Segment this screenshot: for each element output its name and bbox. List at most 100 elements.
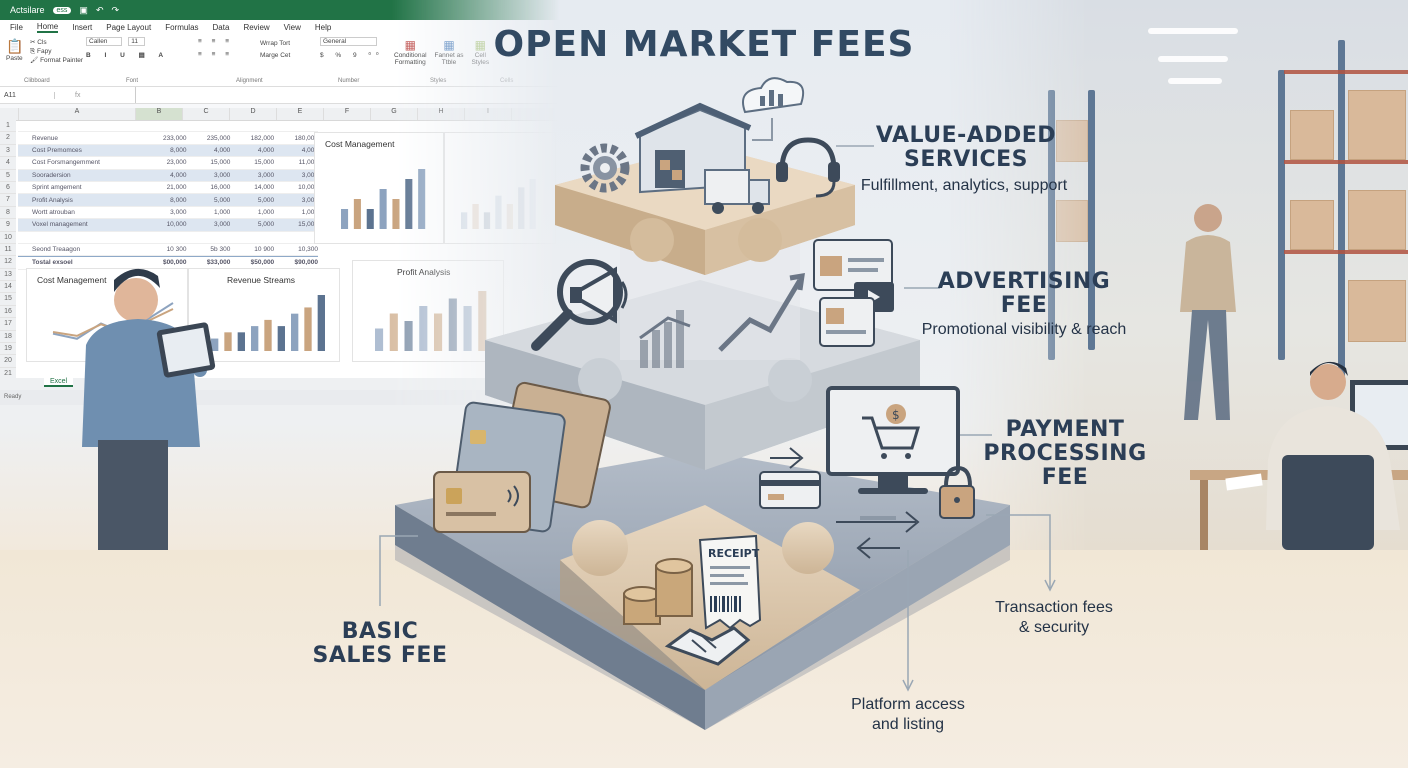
table-row[interactable] (18, 120, 318, 133)
column-header[interactable]: E (277, 108, 324, 120)
table-cell[interactable]: 10,000 (166, 221, 187, 229)
table-cell[interactable]: 16,000 (210, 184, 231, 192)
row-number[interactable]: 6 (0, 182, 16, 195)
ribbon-tab-home[interactable]: Home (36, 21, 59, 33)
row-number[interactable]: 19 (0, 343, 16, 356)
table-cell[interactable]: 5,000 (257, 221, 275, 229)
row-number[interactable]: 2 (0, 132, 16, 145)
paste-button[interactable]: Paste (6, 55, 23, 62)
table-cell[interactable]: 5,000 (214, 196, 231, 204)
table-cell[interactable]: 11,000 (298, 159, 319, 167)
font-name-select[interactable]: Callen (86, 37, 123, 46)
wrap-text-button[interactable]: Wrrap Tort (260, 40, 291, 47)
copy-button[interactable]: ⎘ Fapy (30, 48, 52, 55)
ribbon-tab-view[interactable]: View (283, 22, 301, 32)
column-header[interactable]: F (324, 108, 371, 120)
row-label[interactable]: Wortt atrouban (32, 208, 75, 216)
row-number[interactable]: 4 (0, 157, 16, 170)
table-cell[interactable]: 8,000 (170, 196, 187, 204)
merge-button[interactable]: Marge Cet (260, 52, 291, 59)
table-cell[interactable]: 4,000 (170, 171, 187, 179)
table-row[interactable] (18, 232, 318, 244)
table-cell[interactable]: 4,000 (257, 146, 275, 154)
table-cell[interactable]: $33,000 (206, 259, 231, 267)
row-number[interactable]: 14 (0, 281, 16, 294)
table-cell[interactable]: 10,000 (298, 184, 319, 192)
row-label[interactable]: Profit Analysis (32, 196, 73, 204)
row-label[interactable]: Sprint amgement (32, 184, 82, 192)
column-header[interactable]: G (371, 108, 418, 120)
column-header[interactable]: B (136, 108, 183, 120)
row-number[interactable]: 11 (0, 244, 16, 257)
mini-chart-faded[interactable] (444, 132, 556, 244)
conditional-formatting-button[interactable]: ▦Conditional Formatting (394, 38, 427, 66)
table-cell[interactable]: 235,000 (206, 134, 231, 142)
ribbon-tab-review[interactable]: Review (243, 22, 270, 32)
row-number[interactable]: 10 (0, 232, 16, 244)
profit-analysis-chart[interactable]: Profit Analysis (352, 260, 504, 362)
row-number[interactable]: 13 (0, 269, 16, 282)
row-number[interactable]: 1 (0, 120, 16, 133)
font-size-select[interactable]: 11 (128, 37, 145, 46)
row-number[interactable]: 8 (0, 207, 16, 220)
row-label[interactable]: Cost Forsmangemment (32, 159, 100, 167)
column-header[interactable]: A (19, 108, 136, 120)
table-cell[interactable]: 23,000 (166, 159, 187, 167)
mini-chart[interactable]: Cost Management (314, 132, 444, 244)
ribbon-tab-page-layout[interactable]: Page Layout (106, 22, 152, 32)
table-cell[interactable]: $50,000 (250, 259, 275, 267)
table-cell[interactable]: 10,300 (298, 246, 319, 254)
font-style-buttons[interactable]: B I U ▤ A (86, 52, 170, 59)
row-number[interactable]: 3 (0, 145, 16, 158)
row-label[interactable]: Seond Treaagon (32, 246, 81, 254)
table-cell[interactable]: 3,000 (301, 196, 319, 204)
table-cell[interactable]: 14,000 (254, 184, 275, 192)
cut-button[interactable]: ✂ Cls (30, 39, 47, 46)
table-cell[interactable]: 3,000 (214, 221, 231, 229)
table-cell[interactable]: 3,000 (170, 208, 187, 216)
table-row[interactable]: Sprint amgement 21,000 16,000 14,000 10,000 (18, 182, 319, 195)
row-number[interactable]: 12 (0, 256, 16, 269)
table-cell[interactable]: 10 900 (254, 246, 275, 254)
table-cell[interactable]: 3,000 (301, 171, 319, 179)
formula-input[interactable] (135, 87, 560, 103)
row-number[interactable]: 5 (0, 170, 16, 182)
column-header[interactable]: H (418, 108, 465, 120)
row-number[interactable]: 18 (0, 331, 16, 344)
table-cell[interactable]: 8,000 (170, 146, 187, 154)
column-header[interactable]: C (183, 108, 230, 120)
column-header[interactable]: I (465, 108, 512, 120)
ribbon-tab-file[interactable]: File (10, 22, 23, 32)
row-number[interactable]: 7 (0, 194, 16, 207)
number-buttons[interactable]: $ % 9 ⁰⁰ (320, 52, 384, 59)
table-cell[interactable]: 182,000 (250, 134, 275, 142)
undo-icon[interactable]: ↶ (95, 4, 104, 15)
ribbon-tab-insert[interactable]: Insert (72, 22, 93, 32)
align-buttons-2[interactable]: ≡ ≡ ≡ (198, 51, 233, 58)
table-cell[interactable]: 21,000 (166, 184, 187, 192)
row-label[interactable]: Cost Premomces (32, 146, 82, 154)
table-cell[interactable]: 15,000 (254, 159, 275, 167)
row-number[interactable]: 17 (0, 318, 16, 331)
row-number[interactable]: 9 (0, 219, 16, 232)
table-cell[interactable]: 3,000 (214, 171, 231, 179)
align-buttons[interactable]: ≡ ≡ ≡ (198, 38, 233, 45)
format-painter-button[interactable]: 🖌 Format Painter (30, 57, 84, 64)
autosave-toggle[interactable]: ess (52, 6, 72, 14)
cell-styles-button[interactable]: ▦Cell Styles (471, 38, 490, 66)
row-number[interactable]: 20 (0, 355, 16, 368)
table-cell[interactable]: 5b 300 (210, 246, 231, 254)
paste-icon[interactable]: 📋 (6, 38, 24, 54)
corner-cell[interactable] (0, 108, 19, 120)
table-cell[interactable]: $00,000 (162, 259, 187, 267)
table-cell[interactable]: 1,000 (301, 208, 319, 216)
revenue-streams-chart[interactable]: Revenue Streams (188, 268, 340, 362)
